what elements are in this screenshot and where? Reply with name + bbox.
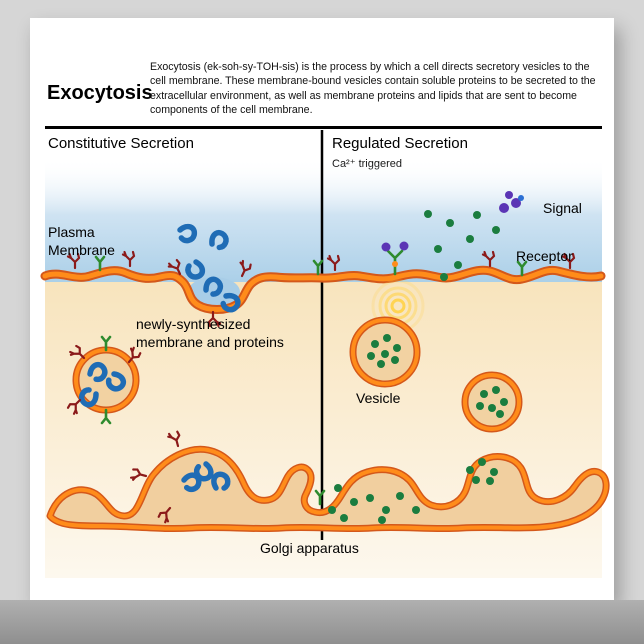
signal-ball: [518, 195, 524, 201]
burst-ring: [390, 298, 406, 314]
molecule-dot: [466, 235, 474, 243]
heading-regulated-secretion: Regulated Secretion: [332, 135, 468, 152]
signal-ball: [381, 242, 391, 252]
golgi-apparatus-label: Golgi apparatus: [260, 540, 359, 556]
molecule-dot: [391, 356, 399, 364]
signal-ball: [505, 191, 513, 199]
molecule-dot: [371, 340, 379, 348]
molecule-dot: [486, 477, 494, 485]
header-divider: [45, 126, 602, 129]
membrane-core: [42, 267, 604, 312]
molecule-dot: [424, 210, 432, 218]
molecule-dot: [340, 514, 348, 522]
newly-synthesized-label: newly-synthesized membrane and proteins: [136, 316, 284, 350]
molecule-dot: [480, 390, 488, 398]
molecule-dot: [381, 350, 389, 358]
bound-signal-receptor: [381, 241, 409, 276]
secreted-molecule-dots: [424, 210, 500, 281]
signal-ball: [511, 198, 521, 208]
molecule-dot: [377, 360, 385, 368]
molecule-dot: [378, 516, 386, 524]
molecule-dot: [476, 402, 484, 410]
vesicle-label: Vesicle: [356, 390, 401, 406]
molecule-dot: [334, 484, 342, 492]
molecule-dot: [466, 466, 474, 474]
molecule-dot: [396, 492, 404, 500]
molecule-dot: [454, 261, 462, 269]
molecule-dot: [382, 506, 390, 514]
golgi-body-highlight: [48, 447, 609, 531]
receptor-label: Receptor: [516, 248, 573, 264]
vesicle-regulated: [349, 316, 421, 388]
signal-label: Signal: [543, 200, 582, 216]
molecule-dot: [472, 476, 480, 484]
molecule-dot: [367, 352, 375, 360]
plasma-membrane-label: Plasma Membrane: [48, 224, 115, 258]
signal-molecule: [499, 191, 524, 213]
molecule-dot: [492, 226, 500, 234]
golgi-apparatus: [46, 445, 610, 533]
receptor-site-dot: [392, 261, 398, 267]
poster: Exocytosis Exocytosis (ek-soh-sy-TOH-sis…: [30, 18, 614, 600]
extracellular-region: [45, 158, 602, 284]
molecule-dot: [412, 506, 420, 514]
signal-ball: [399, 241, 409, 251]
molecule-dot: [328, 506, 336, 514]
golgi-cargo-dots: [328, 458, 498, 524]
molecule-dots: [476, 386, 508, 418]
molecule-dot: [393, 344, 401, 352]
molecule-dot: [488, 404, 496, 412]
description-text: Exocytosis (ek-soh-sy-TOH-sis) is the pr…: [150, 61, 596, 117]
secretory-vesicle-left: [66, 335, 143, 425]
backdrop-floor: [0, 600, 644, 644]
molecule-dot: [492, 386, 500, 394]
molecule-dot: [440, 273, 448, 281]
molecule-dot: [383, 334, 391, 342]
vesicle-membrane-core: [351, 318, 419, 386]
molecule-dot: [496, 410, 504, 418]
vesicle-membrane-core: [463, 373, 521, 431]
diagram-canvas: [40, 130, 610, 578]
heading-constitutive-secretion: Constitutive Secretion: [48, 135, 194, 152]
molecule-dot: [366, 494, 374, 502]
molecule-dot: [434, 245, 442, 253]
burst-ring: [384, 292, 412, 320]
molecule-dot: [478, 458, 486, 466]
plasma-membrane: [40, 265, 606, 314]
page-title: Exocytosis: [47, 82, 153, 104]
molecule-dot: [350, 498, 358, 506]
signal-ball: [499, 203, 509, 213]
molecule-dot: [490, 468, 498, 476]
molecule-dot: [473, 211, 481, 219]
molecule-dots: [367, 334, 401, 368]
vesicle-regulated-2: [461, 371, 523, 433]
molecule-dot: [500, 398, 508, 406]
molecule-dot: [446, 219, 454, 227]
cytoplasm-region: [45, 282, 602, 578]
